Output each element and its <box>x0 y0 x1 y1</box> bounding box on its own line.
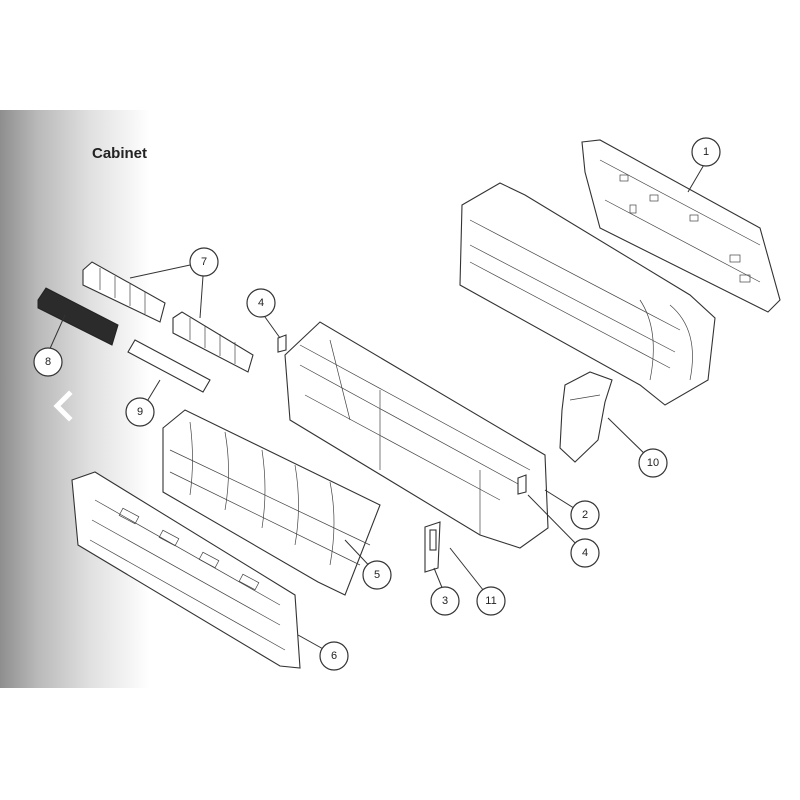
left-shade <box>0 110 150 688</box>
part-grille-upper <box>82 261 166 323</box>
callout-11-label: 11 <box>485 595 496 607</box>
part-clip-upper <box>277 334 287 353</box>
callout-1: 1 <box>691 137 721 167</box>
diagram-title: Cabinet <box>92 145 148 162</box>
callout-2-label: 2 <box>582 509 588 521</box>
callout-5: 5 <box>362 560 392 590</box>
part-mounting-plate <box>581 139 781 313</box>
previous-button[interactable] <box>47 388 79 424</box>
callout-8-label: 8 <box>45 356 51 368</box>
exploded-view-drawing: 1 2 3 4 4 5 6 7 8 9 10 1 <box>33 137 781 671</box>
callout-6: 6 <box>319 641 349 671</box>
part-chassis <box>459 182 716 406</box>
callout-7: 7 <box>189 247 219 277</box>
callout-4-lower-label: 4 <box>582 547 588 559</box>
callout-10-label: 10 <box>647 457 659 469</box>
callout-8: 8 <box>33 347 63 377</box>
callout-4-upper-label: 4 <box>258 297 264 309</box>
callout-4-lower: 4 <box>570 538 600 568</box>
callout-1-label: 1 <box>703 146 709 158</box>
callout-3-label: 3 <box>442 595 448 607</box>
chevron-left-icon <box>53 390 73 422</box>
callout-10: 10 <box>638 448 668 478</box>
diagram-frame: 1 2 3 4 4 5 6 7 8 9 10 1 <box>0 110 800 688</box>
callout-4-upper: 4 <box>246 288 276 318</box>
part-front-frame <box>284 321 549 549</box>
callout-5-label: 5 <box>374 569 380 581</box>
part-front-panel <box>71 471 301 669</box>
callout-2: 2 <box>570 500 600 530</box>
part-flat-strip <box>127 339 211 393</box>
part-mesh-filter <box>37 287 119 346</box>
part-filter-screen <box>162 409 381 596</box>
callout-9-label: 9 <box>137 406 143 418</box>
part-side-bracket <box>559 371 613 463</box>
callout-3: 3 <box>430 586 460 616</box>
callout-6-label: 6 <box>331 650 337 662</box>
callout-11: 11 <box>476 586 506 616</box>
part-grille-lower <box>172 311 254 373</box>
part-clip-lower <box>517 474 527 495</box>
callout-7-label: 7 <box>201 256 207 268</box>
part-small-bracket <box>424 521 441 573</box>
callout-9: 9 <box>125 397 155 427</box>
